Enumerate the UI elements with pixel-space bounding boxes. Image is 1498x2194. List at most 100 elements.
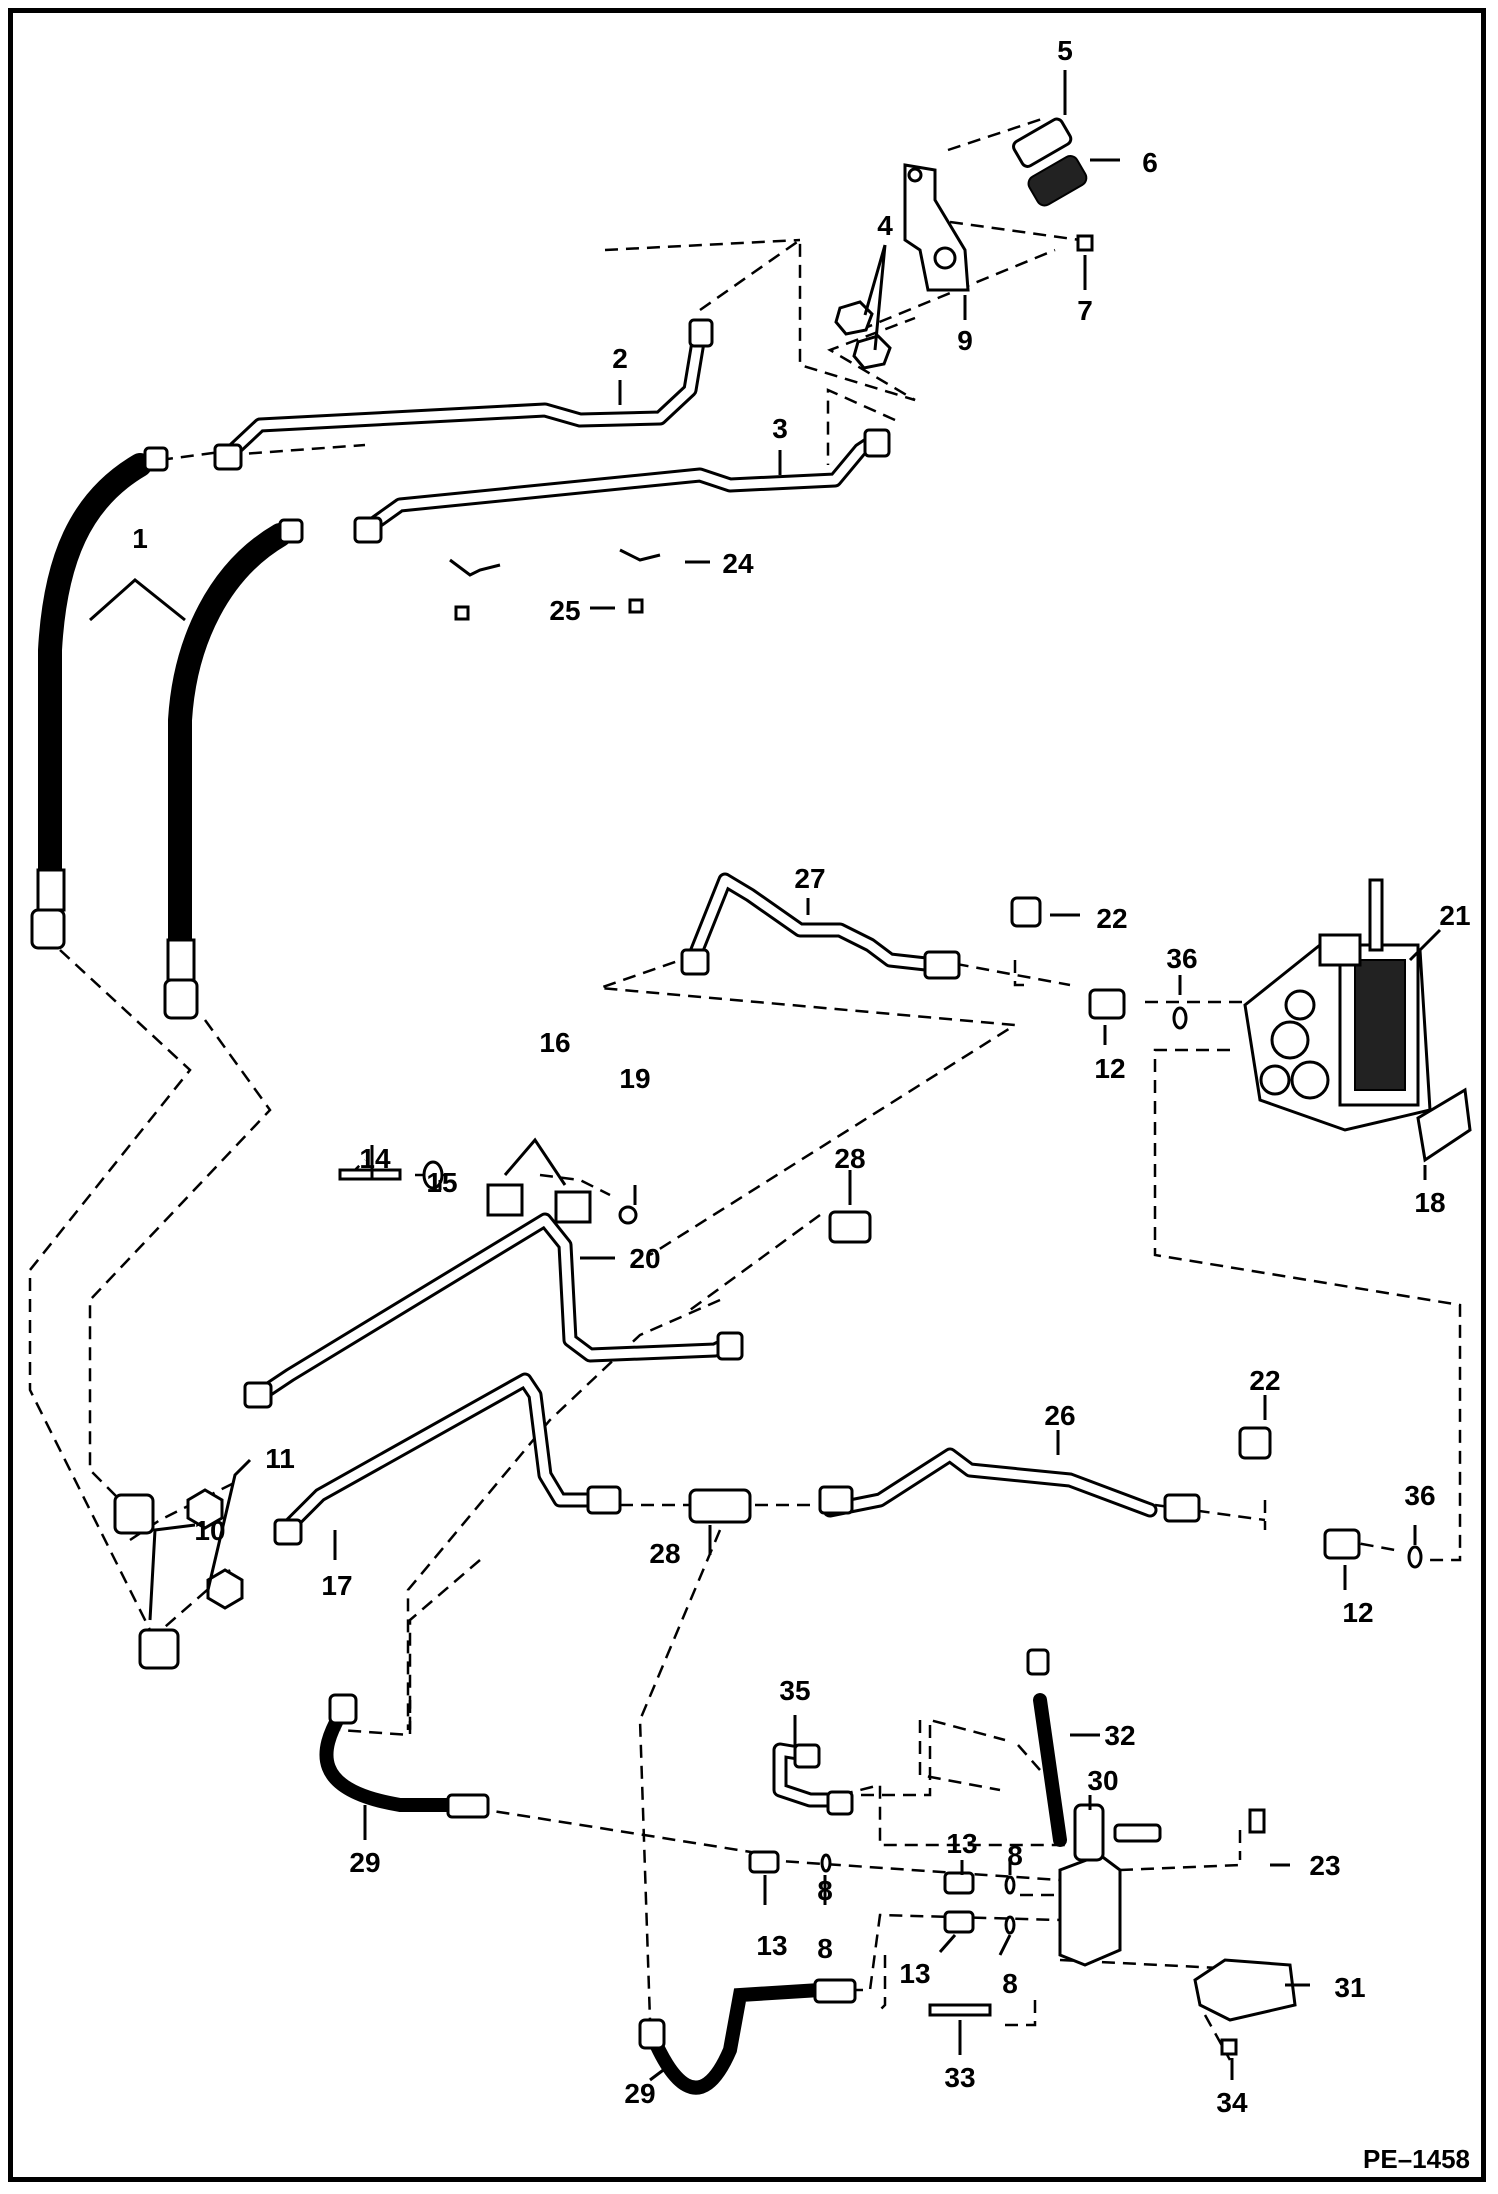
callout-4: 4: [877, 210, 893, 241]
callout-7: 7: [1077, 295, 1093, 326]
tube-clamp: [619, 548, 661, 562]
o-ring: [1004, 1915, 1016, 1935]
tube-clamp: [449, 558, 501, 577]
adapter-fitting: [1088, 988, 1126, 1020]
callout-labels: 1 2 3 4 5 6 7 8 8 8 8 9 10 11 12 12 13 1…: [132, 35, 1470, 2118]
callout-15: 15: [426, 1167, 457, 1198]
jam-nut: [206, 1568, 244, 1610]
callout-13c: 13: [899, 1958, 930, 1989]
callout-25: 25: [549, 595, 580, 626]
steel-tubes: [220, 322, 1158, 1808]
elbow-fitting: [138, 1628, 180, 1670]
bulkhead-nut: [852, 334, 892, 370]
bolt: [338, 1168, 402, 1181]
tube-nut: [793, 1743, 821, 1769]
tube-nut: [863, 428, 891, 458]
solenoid-valve: [1058, 1853, 1122, 1967]
quick-coupler-male: [1012, 117, 1073, 168]
callout-23: 23: [1309, 1850, 1340, 1881]
callout-13b: 13: [946, 1828, 977, 1859]
callout-27: 27: [794, 863, 825, 894]
adapter-fitting: [943, 1871, 975, 1895]
mounting-bracket: [1193, 1958, 1297, 2022]
callout-17: 17: [321, 1570, 352, 1601]
bolt: [928, 2003, 992, 2017]
leader-lines: [89, 70, 1442, 2082]
callout-22a: 22: [1096, 903, 1127, 934]
callout-3: 3: [772, 413, 788, 444]
callout-11: 11: [265, 1443, 295, 1474]
valve-gasket: [1416, 1087, 1472, 1163]
callout-28b: 28: [649, 1538, 680, 1569]
bolt: [1248, 1808, 1266, 1834]
callout-36b: 36: [1404, 1480, 1435, 1511]
callout-36a: 36: [1166, 943, 1197, 974]
clamp-nut: [628, 598, 644, 614]
tube-nut: [688, 318, 714, 348]
callout-32: 32: [1104, 1720, 1135, 1751]
tube-nut: [1163, 1493, 1201, 1523]
callout-29b: 29: [624, 2078, 655, 2109]
callout-6: 6: [1142, 147, 1158, 178]
solenoid-coil: [1073, 1803, 1105, 1862]
tee-fitting: [688, 1488, 752, 1524]
callout-33: 33: [944, 2062, 975, 2093]
quick-coupler-female: [1027, 155, 1088, 207]
callout-8b: 8: [817, 1933, 833, 1964]
callout-24: 24: [722, 548, 754, 579]
bracket-hole: [933, 246, 957, 270]
callout-34: 34: [1216, 2087, 1248, 2118]
tube-nut: [826, 1790, 854, 1816]
jam-nut: [186, 1488, 224, 1530]
callout-9: 9: [957, 325, 973, 356]
callout-8c: 8: [1007, 1840, 1023, 1871]
callout-28a: 28: [834, 1143, 865, 1174]
tube-nut: [818, 1485, 854, 1515]
callout-5: 5: [1057, 35, 1073, 66]
control-valve: [1243, 878, 1432, 1132]
hose-end-fitting: [166, 938, 196, 982]
hose-end: [638, 2018, 666, 2050]
hose-cap: [278, 518, 304, 544]
adapter-fitting: [1323, 1528, 1361, 1560]
hose-end: [446, 1793, 490, 1819]
tube-nut: [680, 948, 710, 976]
hose-end: [1026, 1648, 1050, 1676]
callout-8d: 8: [1002, 1968, 1018, 1999]
solenoid-connector: [1113, 1823, 1162, 1843]
bolt: [1076, 234, 1094, 252]
o-ring: [1172, 1006, 1188, 1030]
callout-1: 1: [132, 523, 148, 554]
hose-end: [328, 1693, 358, 1725]
o-ring: [1004, 1875, 1016, 1895]
callout-12b: 12: [1342, 1597, 1373, 1628]
callout-29a: 29: [349, 1847, 380, 1878]
o-ring: [820, 1853, 832, 1873]
washer: [422, 1160, 444, 1190]
assembly-dashed-lines: [28, 116, 1462, 2061]
protective-cap: [1238, 1426, 1272, 1460]
hose-elbow-fitting: [30, 908, 66, 950]
callout-10: 10: [194, 1515, 225, 1546]
callout-20: 20: [629, 1243, 660, 1274]
tube-nut: [586, 1485, 622, 1515]
hydraulic-hoses: [38, 453, 1067, 2095]
callout-19: 19: [619, 1063, 650, 1094]
callout-31: 31: [1334, 1972, 1365, 2003]
clamp-half: [486, 1183, 524, 1217]
callout-8a: 8: [817, 1875, 833, 1906]
figure-code: PE–1458: [1363, 2144, 1470, 2174]
tube-nut: [716, 1331, 744, 1361]
callout-18: 18: [1414, 1187, 1445, 1218]
nut: [618, 1205, 638, 1225]
hose-elbow-fitting: [163, 978, 199, 1020]
tube-nut: [273, 1518, 303, 1546]
callout-2: 2: [612, 343, 628, 374]
callout-16: 16: [539, 1027, 570, 1058]
bulkhead-bracket: [903, 163, 970, 292]
elbow-fitting: [113, 1493, 155, 1535]
clamp-nut: [454, 605, 470, 621]
hose-end: [813, 1978, 857, 2004]
callout-26: 26: [1044, 1400, 1075, 1431]
